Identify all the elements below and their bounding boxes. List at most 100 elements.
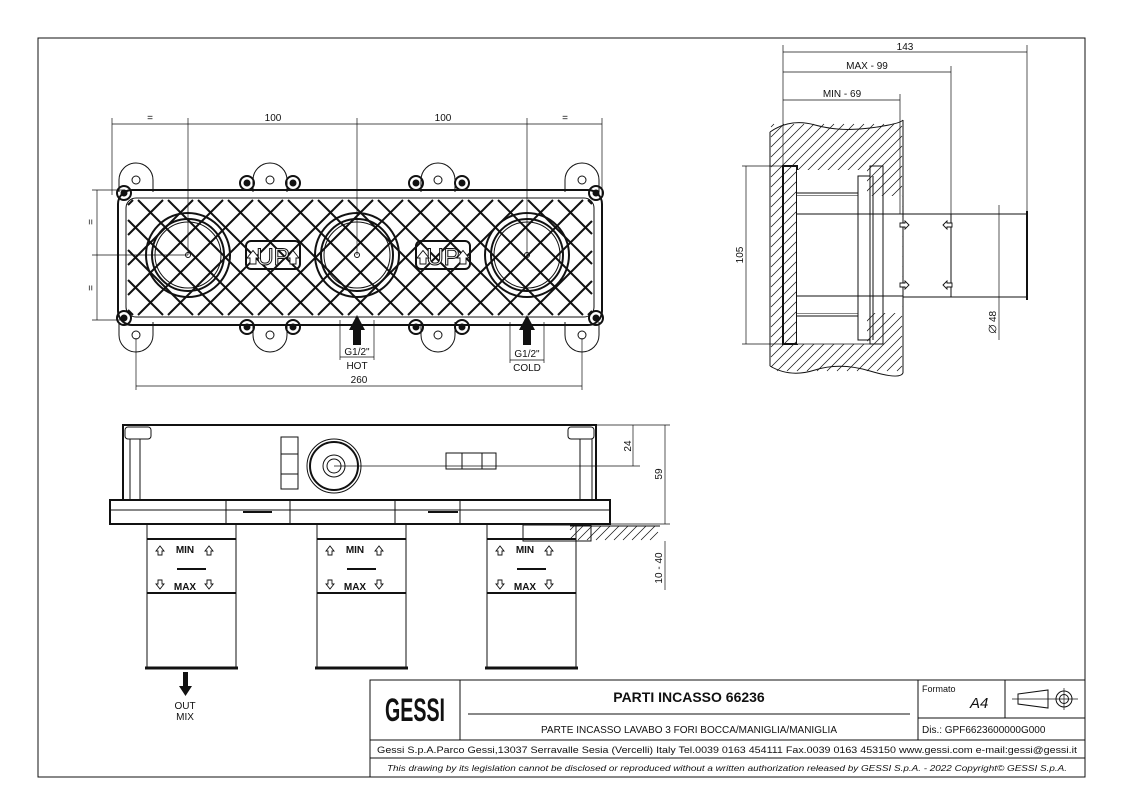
hatch-line [770,123,775,128]
lattice-rib [347,199,464,316]
hatch-line [770,123,815,168]
max-label: MAX [174,582,197,593]
screw-icon [285,319,301,335]
title-block: GESSI PARTI INCASSO 66236 PARTE INCASSO … [369,679,1086,778]
hatch-line [649,531,659,541]
hollow-arrow-up-icon [246,249,260,265]
lattice-rib [497,199,593,295]
hollow-arrow-up-icon [495,545,505,556]
lattice-rib [127,219,224,316]
hatch-line [866,335,903,372]
hot-thread: G1/2" [344,347,370,358]
screw-head [120,314,128,322]
hollow-arrow-up-icon [204,545,214,556]
max-label: MAX [344,582,367,593]
wall-break-bottom [769,365,904,377]
up-label: UP [256,244,289,271]
hatch-line [569,525,584,540]
mounting-lug [252,162,288,192]
front-cover [869,165,884,345]
cold-thread: G1/2" [514,349,540,360]
screws [116,175,604,335]
hollow-arrow-down-icon [495,579,505,590]
hatch-line [886,355,903,372]
dim-max: MAX - 99 [846,61,888,72]
hatch-line [896,365,903,372]
dim-diameter-value: 48 [988,310,999,322]
outlet-mix: OUT MIX [174,672,196,723]
wall-section [522,524,660,542]
up-badge [415,240,471,270]
hollow-arrow-down-icon [544,579,554,590]
lattice-rib [127,309,134,316]
screw-icon [239,175,255,191]
port-circles [145,212,570,298]
dim-wall-range: 10 - 40 [654,552,665,584]
mounting-lug [420,322,456,353]
hollow-arrow-right-icon [942,279,953,291]
hatch-line [631,525,647,541]
lattice-rib [127,199,164,236]
min-max-arrows [899,219,953,291]
cold-connection: G1/2" COLD [509,315,545,374]
screw-head [289,323,297,331]
front-top-dimension: = 100 100 = [111,113,603,255]
mounting-hole [265,175,275,185]
dim-height: 59 [654,468,665,480]
min-label: MIN [516,545,534,556]
screw-head [412,179,420,187]
lattice-rib [127,249,194,316]
hollow-arrow-up-icon [416,249,430,265]
screw-icon [588,185,604,201]
front-plate-inner [125,197,595,318]
mounting-lug [118,162,154,192]
hollow-arrow-left-icon [899,219,910,231]
up-badge [245,240,301,270]
hatch-line [770,123,805,158]
screw-head [458,179,466,187]
gessi-logo: GESSI [385,692,445,728]
mounting-hole [131,330,141,340]
hatch-line [770,123,795,148]
lattice-rib [287,199,404,316]
hollow-arrow-down-icon [374,579,384,590]
projection-symbol-icon [1012,688,1078,710]
dim-spacing-1: 100 [265,113,282,124]
hatch-line [622,525,638,541]
hollow-arrow-up-icon [374,545,384,556]
max-label: MAX [514,582,537,593]
dim-eq-right: = [562,113,568,124]
hot-label: HOT [346,361,367,372]
bracket [445,452,497,470]
body-outline [122,424,597,501]
hollow-arrow-up-icon [286,249,300,265]
hatch-line [586,525,602,541]
hollow-arrow-down-icon [204,579,214,590]
title: PARTI INCASSO 66236 [613,689,765,705]
logo-text: GESSI [385,692,445,728]
arrow-down-icon [179,672,192,696]
mounting-hole [433,330,443,340]
lattice-rib [527,250,593,316]
dim-axis-depth: 24 [623,440,634,452]
drawing-number: Dis.: GPF6623600000G000 [922,725,1046,736]
section-view: 143 MAX - 99 MIN - 69 105 48 [735,42,1028,377]
hatch-line [595,525,611,541]
lattice-rib [587,199,593,205]
screw-icon [116,310,132,326]
diameter-icon [988,325,997,333]
hatch-line [876,345,903,372]
screw-head [289,179,297,187]
screw-head [458,323,466,331]
mounting-hole [265,330,275,340]
screw-head [592,189,600,197]
front-left-dimension: = = [86,189,188,321]
lattice-rib [137,199,254,316]
screw-icon [285,175,301,191]
format-value: A4 [969,695,988,712]
screw-head [243,323,251,331]
hollow-arrow-up-icon [456,249,470,265]
